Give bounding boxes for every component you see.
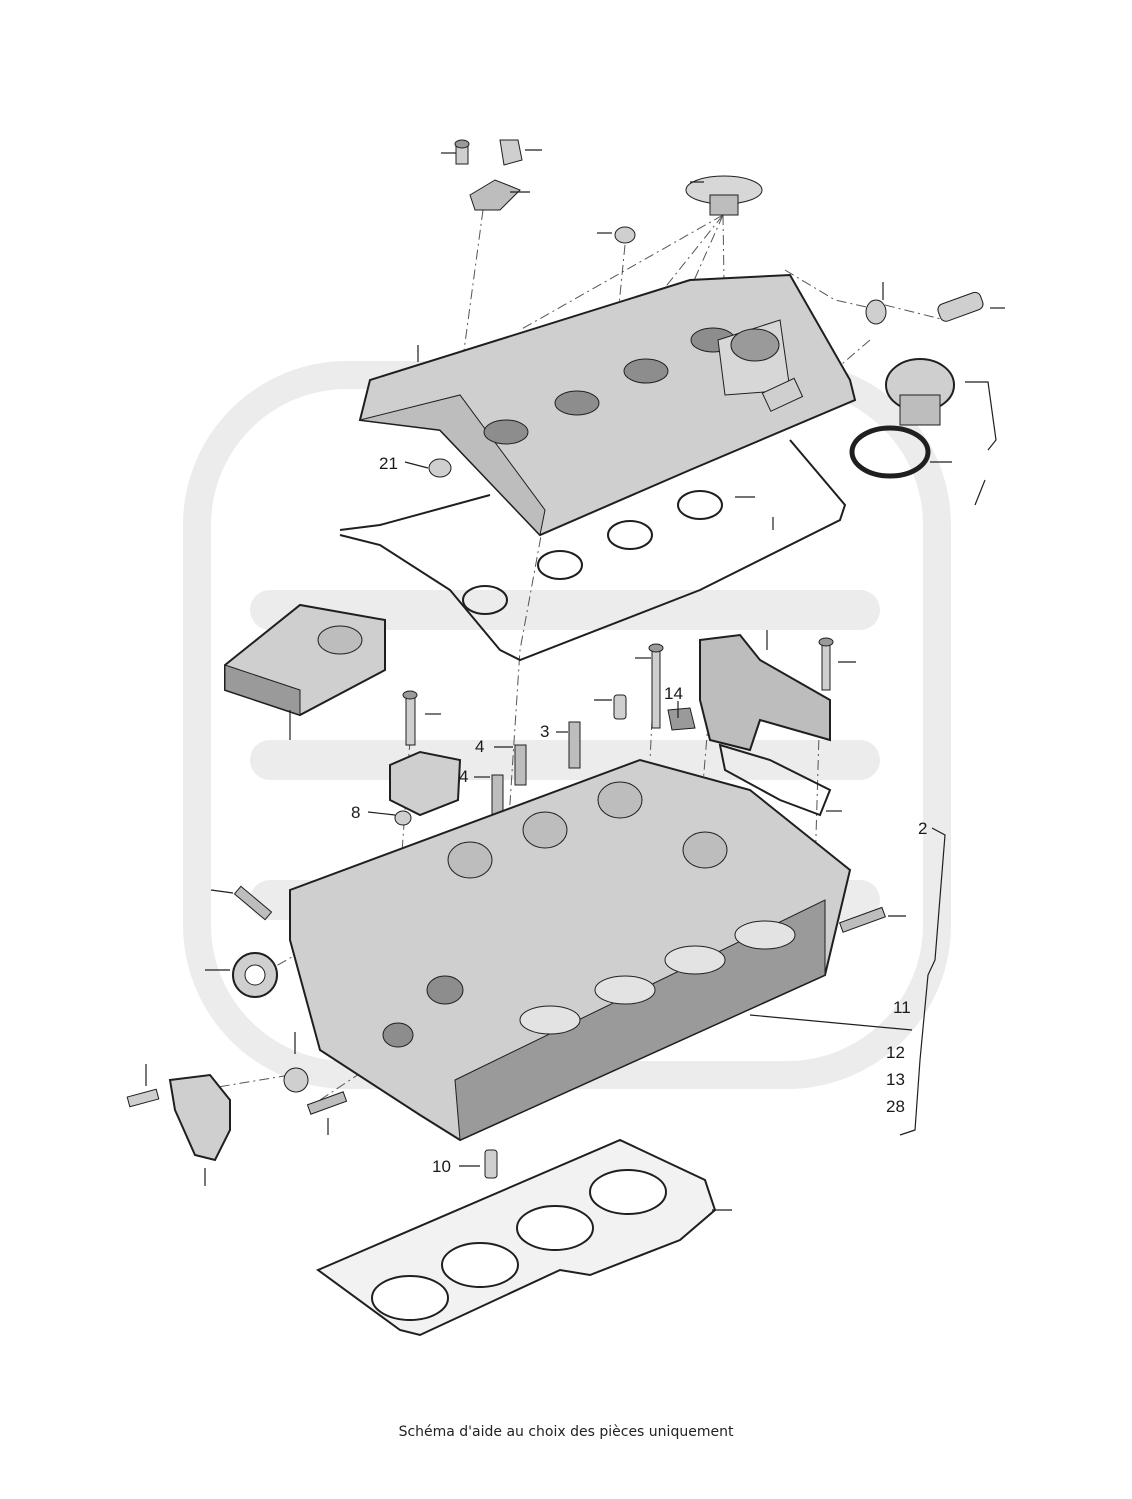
bolt-small-cap [402,690,418,746]
bearing-cap-small [389,750,462,817]
valve-cover [358,273,857,537]
cap-nut-21 [428,458,452,478]
callout-11: 11 [893,998,911,1017]
callout-13: 13 [886,1070,905,1089]
stud-3 [568,721,581,769]
breather-fitting [761,377,804,412]
cover-bolt [454,139,470,165]
cap-seal-ring [849,425,931,479]
diagram-caption: Schéma d'aide au choix des pièces unique… [398,1424,734,1440]
callout-12: 12 [886,1043,905,1062]
clip-fastener [499,139,523,166]
callout-21: 21 [379,454,398,473]
pin-small [613,694,627,720]
wedge-14 [667,707,696,731]
sensor-bolt [126,1088,160,1108]
leader-lines [145,149,1005,1211]
bearing-cap-large [224,603,386,717]
bracket [469,179,521,211]
stud-4b [491,774,504,816]
bolt-top-center [648,643,664,729]
tensioner-gasket [718,743,832,817]
callout-28: 28 [886,1097,905,1116]
small-plug [865,299,887,325]
callout-14: 14 [664,684,683,703]
chain-tensioner [699,633,831,752]
callout-4-upper: 4 [475,737,484,756]
stud-right [838,906,886,933]
cap-nut-top [614,226,636,244]
breather-tube [937,291,984,322]
cylinder-head [289,758,852,1142]
bushing-8 [394,810,412,826]
sealing-plug [283,1067,309,1093]
camshaft-sensor [168,1073,231,1162]
bolt-right [818,637,834,691]
camshaft-oil-seal [232,952,278,998]
oil-filler-flange [685,175,763,216]
stud-left [233,885,273,921]
callout-2: 2 [918,819,927,838]
dowel-pin-10 [484,1149,498,1179]
cylinder-head-gasket [315,1138,717,1337]
callout-8: 8 [351,803,360,822]
callout-3: 3 [540,722,549,741]
callout-4-lower: 4 [459,767,468,786]
oil-filler-cap [885,358,955,426]
callout-10: 10 [432,1157,451,1176]
stud-bottom-left [306,1091,348,1115]
valve-cover-gasket [339,439,847,662]
stud-4a [514,744,527,786]
